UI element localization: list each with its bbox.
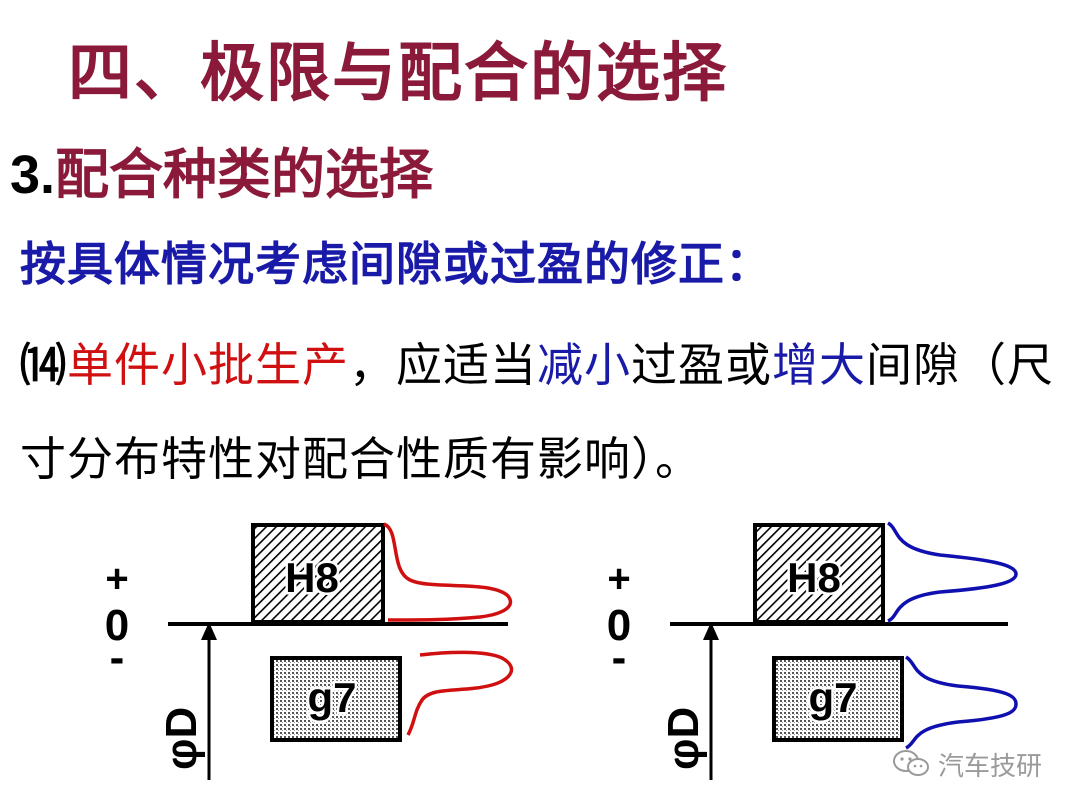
arrowhead-icon [201,622,217,640]
section-heading: 3.配合种类的选择 [10,130,433,209]
section-number: 3. [10,145,56,205]
shaft-label: g7 [307,674,356,721]
diameter-label: φD [157,707,206,770]
arrowhead-icon [703,622,719,640]
fit-diagram-left: + 0 - φD H8 g7 [105,522,514,780]
point-text-1: ，应适当 [349,338,537,392]
shaft-distribution-curve [406,650,514,736]
minus-sign: - [110,633,125,682]
tolerance-diagrams: + 0 - φD H8 g7 + 0 - φD H8 g7 [105,521,1018,780]
point-marker: ⒁ [20,338,67,392]
shaft-label: g7 [808,674,857,721]
watermark-text: 汽车技研 [938,752,1043,782]
point-highlight-red: 单件小批生产 [67,338,349,392]
zero-line-label: 0 [105,601,129,650]
point-highlight-blue-1: 减小 [537,338,631,392]
shaft-tolerance-zone [772,656,904,742]
point-text-3: 间隙（尺寸分布特性对配合性质有影响）。 [20,338,1054,486]
hole-distribution-curve [383,522,513,622]
hole-tolerance-zone [753,523,885,624]
wechat-icon [892,749,932,786]
slide-title: 四、极限与配合的选择 [68,37,728,111]
shaft-tolerance-zone [270,656,402,742]
minus-sign: - [612,633,627,682]
plus-sign: + [607,557,630,601]
plus-sign: + [105,557,128,601]
hole-distribution-curve [886,521,1018,623]
point-paragraph: ⒁单件小批生产，应适当减小过盈或增大间隙（尺寸分布特性对配合性质有影响）。 [20,318,1070,506]
intro-text: 按具体情况考虑间隙或过盈的修正： [20,237,772,291]
diameter-label: φD [659,707,708,770]
fit-diagram-right: + 0 - φD H8 g7 [607,521,1018,780]
point-text-2: 过盈或 [631,338,772,392]
shaft-distribution-curve [904,655,1018,750]
hole-label: H8 [285,554,339,601]
zero-line-label: 0 [607,601,631,650]
watermark: 汽车技研 [892,746,1042,786]
point-highlight-blue-2: 增大 [772,338,866,392]
hole-tolerance-zone [251,523,385,624]
hole-label: H8 [787,554,841,601]
section-title: 配合种类的选择 [55,143,434,206]
